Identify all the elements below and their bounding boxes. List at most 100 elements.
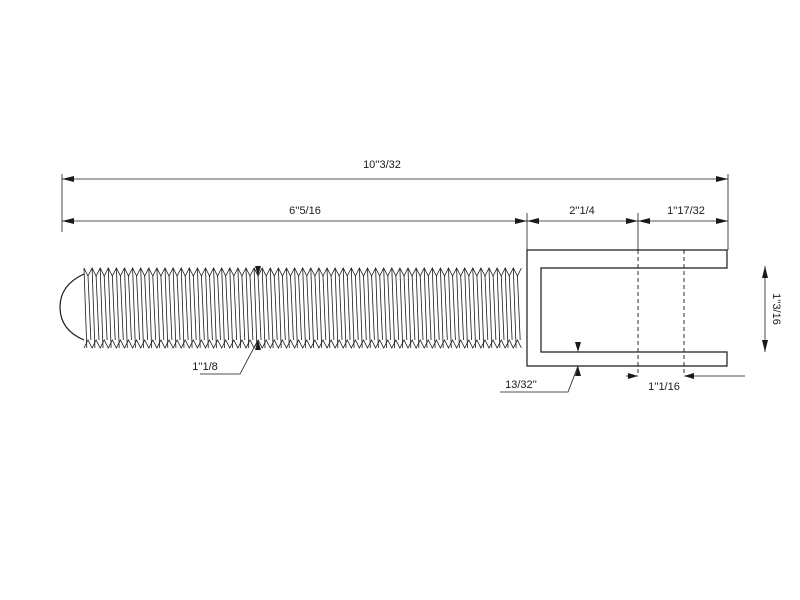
thread-line bbox=[472, 267, 476, 349]
pin-offset-label: 1''1/16 bbox=[648, 381, 680, 393]
thread-root-line bbox=[492, 275, 497, 341]
thread-root-line bbox=[395, 275, 400, 341]
thread-root-line bbox=[233, 275, 238, 341]
thread-root-line bbox=[460, 275, 464, 341]
dim-slot-depth: 1''17/32 bbox=[638, 205, 728, 224]
thread-line bbox=[269, 267, 274, 349]
thread-root-line bbox=[468, 275, 472, 341]
thread-line bbox=[310, 267, 314, 349]
thread-root-line bbox=[249, 275, 254, 341]
thread-line bbox=[350, 267, 355, 349]
thread-line bbox=[342, 267, 347, 349]
threaded-rod bbox=[59, 267, 522, 349]
thread-line bbox=[302, 267, 306, 349]
thread-root-line bbox=[363, 275, 367, 341]
thread-line bbox=[132, 267, 136, 349]
thread-line bbox=[399, 267, 404, 349]
thread-root-line bbox=[160, 275, 165, 341]
thread-root-line bbox=[168, 275, 173, 341]
thread-root-line bbox=[95, 275, 100, 341]
thread-line bbox=[383, 267, 387, 349]
thread-root-line bbox=[306, 275, 310, 341]
extension-lines bbox=[61, 174, 729, 250]
slot-depth-label: 1''17/32 bbox=[667, 205, 705, 217]
thread-line bbox=[229, 267, 233, 349]
thread-line bbox=[334, 267, 339, 349]
thread-line bbox=[148, 267, 152, 349]
fork-height-label: 1''3/16 bbox=[770, 293, 782, 325]
thread-root-line bbox=[436, 275, 440, 341]
thread-length-label: 6''5/16 bbox=[289, 205, 321, 217]
thread-root-line bbox=[298, 275, 302, 341]
thread-root-line bbox=[111, 275, 116, 341]
thread-root-line bbox=[403, 275, 408, 341]
thread-line bbox=[423, 267, 428, 349]
thread-root-line bbox=[192, 275, 197, 341]
thread-line bbox=[261, 267, 266, 349]
thread-root-line bbox=[371, 275, 375, 341]
thread-root-line bbox=[330, 275, 335, 341]
dim-slot-width: 13/32'' bbox=[500, 342, 581, 393]
thread-line bbox=[326, 267, 331, 349]
dim-thread-length: 6''5/16 bbox=[62, 205, 527, 224]
thread-root-line bbox=[484, 275, 489, 341]
thread-line bbox=[253, 267, 258, 349]
fork-clevis bbox=[526, 249, 728, 376]
thread-line bbox=[286, 267, 290, 349]
thread-root-line bbox=[500, 275, 505, 341]
thread-line bbox=[83, 267, 88, 349]
dim-fork-height: 1''3/16 bbox=[762, 266, 782, 352]
thread-line bbox=[164, 267, 169, 349]
thread-line bbox=[391, 267, 395, 349]
thread-line bbox=[488, 267, 493, 349]
thread-line bbox=[107, 267, 112, 349]
thread-root-line bbox=[322, 275, 327, 341]
dim-overall-length: 10''3/32 bbox=[62, 159, 728, 182]
thread-root-line bbox=[314, 275, 319, 341]
thread-line bbox=[221, 267, 225, 349]
thread-root-line bbox=[265, 275, 270, 341]
thread-line bbox=[464, 267, 468, 349]
thread-root-line bbox=[290, 275, 294, 341]
thread-line bbox=[367, 267, 371, 349]
thread-line bbox=[180, 267, 185, 349]
thread-root-line bbox=[338, 275, 343, 341]
thread-root-line bbox=[273, 275, 278, 341]
thread-diameter-label: 1''1/8 bbox=[192, 361, 218, 373]
thread-line bbox=[504, 267, 509, 349]
thread-root-line bbox=[136, 275, 140, 341]
thread-root-line bbox=[217, 275, 221, 341]
thread-line bbox=[480, 267, 485, 349]
thread-root-line bbox=[444, 275, 448, 341]
thread-line bbox=[172, 267, 177, 349]
thread-line bbox=[407, 267, 412, 349]
thread-line bbox=[375, 267, 379, 349]
dim-pin-offset: 1''1/16 bbox=[626, 373, 745, 393]
thread-line bbox=[318, 267, 323, 349]
thread-root-line bbox=[144, 275, 148, 341]
thread-root-line bbox=[427, 275, 432, 341]
thread-root-line bbox=[241, 275, 246, 341]
thread-lines bbox=[83, 267, 521, 349]
thread-root-line bbox=[152, 275, 157, 341]
thread-root-line bbox=[225, 275, 229, 341]
thread-line bbox=[124, 267, 128, 349]
thread-line bbox=[140, 267, 144, 349]
thread-root-line bbox=[184, 275, 189, 341]
thread-line bbox=[496, 267, 501, 349]
thread-line bbox=[205, 267, 209, 349]
thread-root-line bbox=[103, 275, 108, 341]
thread-line bbox=[197, 267, 201, 349]
thread-root-line bbox=[87, 275, 92, 341]
thread-line bbox=[99, 267, 104, 349]
thread-line bbox=[213, 267, 217, 349]
slot-width-label: 13/32'' bbox=[505, 379, 537, 391]
thread-root-line bbox=[257, 275, 262, 341]
overall-length-label: 10''3/32 bbox=[363, 159, 401, 171]
thread-line bbox=[359, 267, 363, 349]
thread-root-line bbox=[355, 275, 359, 341]
thread-line bbox=[448, 267, 452, 349]
thread-line bbox=[512, 267, 517, 349]
thread-root-line bbox=[176, 275, 181, 341]
thread-line bbox=[91, 267, 96, 349]
